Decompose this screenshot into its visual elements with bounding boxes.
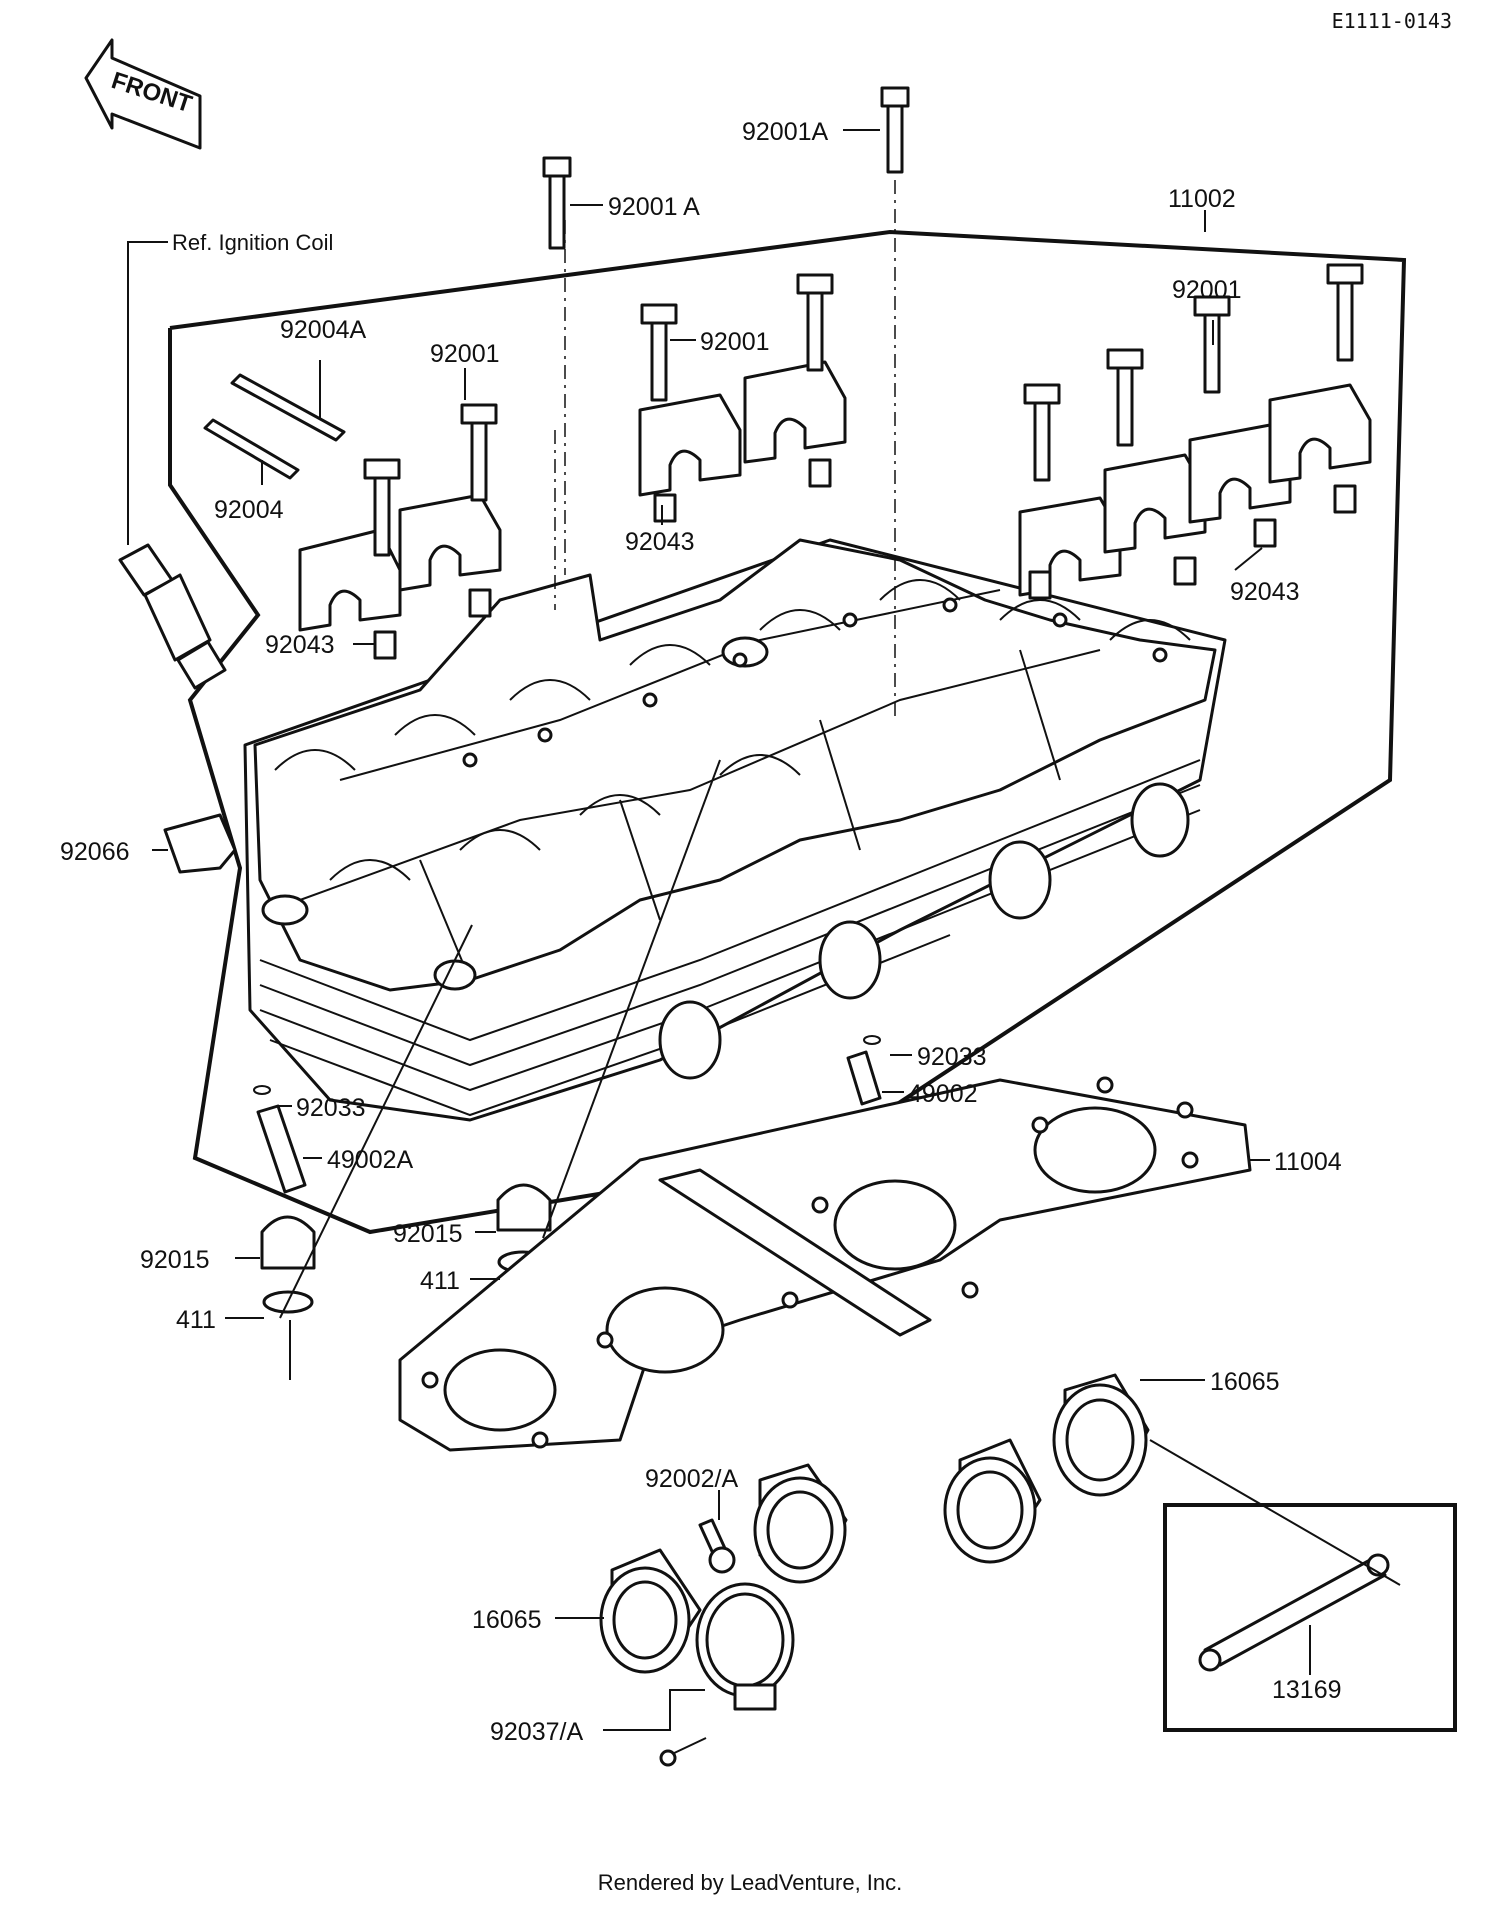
- bolt-92001a-top-icon: [880, 86, 910, 174]
- callout-92043-left: 92043: [265, 631, 335, 659]
- callout-92001-left: 92001: [430, 340, 500, 368]
- stud-92004-icon: [203, 418, 300, 480]
- callout-92066: 92066: [60, 838, 130, 866]
- callout-92002a: 92002/A: [645, 1465, 738, 1493]
- callout-92033-right: 92033: [917, 1043, 987, 1071]
- callout-92001-center: 92001: [700, 328, 770, 356]
- ignition-coil-ref-line: [127, 241, 168, 545]
- callout-16065-right: 16065: [1210, 1368, 1280, 1396]
- cap-92066-icon: [163, 813, 237, 874]
- callout-49002: 49002: [908, 1080, 978, 1108]
- cylinder-head-assembly-outline: [168, 229, 1407, 1235]
- callout-49002a: 49002A: [327, 1146, 414, 1174]
- cylinder-head: [243, 538, 1227, 1122]
- callout-92037a: 92037/A: [490, 1718, 583, 1746]
- callout-11004: 11004: [1274, 1148, 1342, 1176]
- callout-92001a-top: 92001A: [742, 118, 829, 146]
- inset-box-13169: [1163, 1503, 1457, 1732]
- footer-credit: Rendered by LeadVenture, Inc.: [598, 1870, 903, 1895]
- callout-11002: 11002: [1168, 185, 1236, 213]
- strap-13169-icon: [1198, 1553, 1390, 1672]
- callout-92015-left: 92015: [140, 1246, 210, 1274]
- callout-92001a-left: 92001 A: [608, 193, 700, 221]
- bolt-92001a-left-icon: [542, 156, 572, 250]
- callout-92043-right: 92043: [1230, 578, 1300, 606]
- intake-holder-16065-left-pair: [599, 1463, 848, 1674]
- valve-guide-49002a-icon: [253, 1085, 307, 1194]
- callout-411-left: 411: [176, 1306, 216, 1334]
- callout-92043-center: 92043: [625, 528, 695, 556]
- callout-92001-right: 92001: [1172, 276, 1242, 304]
- callout-13169: 13169: [1272, 1676, 1342, 1704]
- valve-guide-49002-icon: [846, 1035, 882, 1106]
- spark-plug-icon: [118, 543, 227, 690]
- front-arrow-icon: FRONT: [84, 38, 202, 150]
- callout-16065-left: 16065: [472, 1606, 542, 1634]
- callout-92033-left: 92033: [296, 1094, 366, 1122]
- document-code: E1111-0143: [1332, 9, 1452, 33]
- callout-92004: 92004: [214, 496, 284, 524]
- head-gasket-11004: [398, 1076, 1252, 1452]
- callout-92015-center: 92015: [393, 1220, 463, 1248]
- camshaft-cap-group-right: [1018, 263, 1372, 600]
- camshaft-cap-group-center: [638, 273, 847, 523]
- screw-92002a-icon: [698, 1518, 736, 1574]
- ref-ignition-coil-note: Ref. Ignition Coil: [172, 230, 333, 255]
- camshaft-cap-group-left: [298, 403, 502, 660]
- clamp-92037a-icon: [659, 1582, 795, 1767]
- intake-holder-16065-right-pair: [943, 1373, 1150, 1564]
- stud-92004a-icon: [230, 373, 346, 442]
- callout-92004a: 92004A: [280, 316, 367, 344]
- leader-lines: [152, 129, 1311, 1731]
- callout-411-center: 411: [420, 1267, 460, 1295]
